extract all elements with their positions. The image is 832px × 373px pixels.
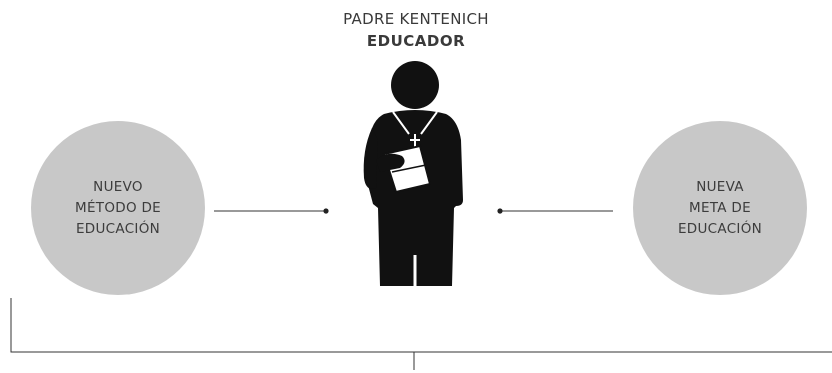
header-role: EDUCADOR [366,32,466,50]
header-name: PADRE KENTENICH [343,10,489,28]
left-circle: NUEVO MÉTODO DE EDUCACIÓN [31,121,205,295]
right-circle-line-3: EDUCACIÓN [677,220,763,237]
priest-figure-icon [363,61,463,286]
left-connector-dot [323,208,329,214]
left-circle-line-3: EDUCACIÓN [75,220,161,237]
bottom-bracket [10,298,832,353]
right-circle: NUEVA META DE EDUCACIÓN [633,121,807,295]
right-connector-dot [497,208,503,214]
right-circle-line-2: META DE [689,199,751,216]
left-circle-line-2: MÉTODO DE [75,199,161,216]
left-circle-line-1: NUEVO [93,178,143,195]
right-circle-line-1: NUEVA [696,178,744,195]
